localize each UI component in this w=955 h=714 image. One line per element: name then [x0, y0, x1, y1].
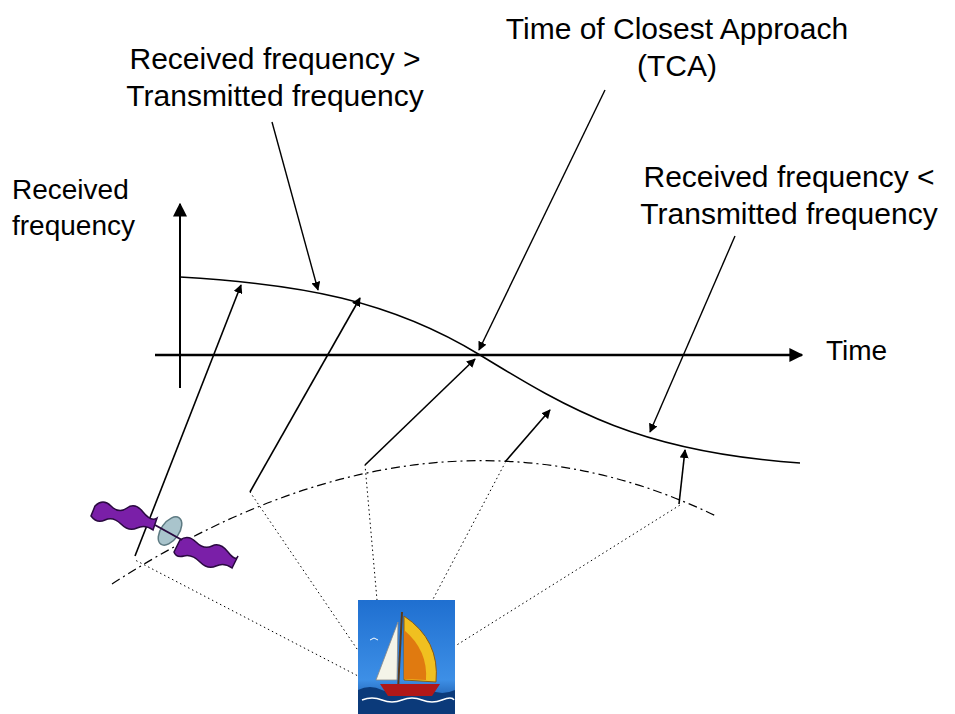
tca-label: Time of Closest Approach (TCA)	[477, 10, 877, 84]
satellite-icon	[91, 502, 238, 568]
line-of-sight	[135, 463, 680, 690]
orbit-path	[112, 461, 716, 584]
measurement-arrows	[135, 285, 685, 556]
sailboat-picture	[358, 600, 455, 714]
doppler-curve	[180, 277, 800, 463]
axis-title: Received frequency	[12, 172, 162, 244]
higher-frequency-label: Received frequency > Transmitted frequen…	[116, 40, 434, 114]
y-axis	[179, 204, 181, 388]
axis-title: Time	[826, 333, 936, 369]
leader-arrows	[272, 90, 735, 432]
lower-frequency-label: Received frequency < Transmitted frequen…	[630, 158, 948, 232]
